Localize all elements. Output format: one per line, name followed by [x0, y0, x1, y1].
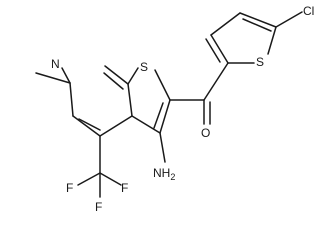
- bond-t3-t4: [210, 12, 241, 36]
- bond-cf3-f1: [77, 172, 101, 186]
- bond-c7a-n-double: [103, 72, 124, 90]
- bond-c3-c3a: [131, 115, 161, 134]
- chlorine-label: Cl: [303, 4, 314, 18]
- fluorine-label-1: F: [66, 181, 73, 195]
- bond-t2-t3: [210, 34, 229, 64]
- bond-c2-c3-double: [153, 102, 164, 129]
- amino-label: NH2: [153, 166, 175, 182]
- bond-carbonyl-thienyl: [203, 62, 229, 101]
- bond-c7a-n: [104, 65, 129, 85]
- bond-c3a-c7a: [127, 83, 133, 117]
- bond-c5-c4-double: [78, 118, 101, 131]
- bond-c3-nh2: [159, 132, 166, 163]
- bond-s-c2: [154, 69, 171, 101]
- pyridine-ring: [35, 65, 133, 137]
- bond-cf3-f3: [99, 172, 122, 186]
- carbonyl-group: [169, 62, 229, 125]
- bond-c5-c4: [72, 115, 101, 137]
- oxygen-label: O: [201, 126, 210, 140]
- bond-c6-n: [61, 67, 71, 84]
- chemical-structure: N S S Cl O NH2 F F F: [35, 4, 314, 214]
- amino-subscript: 2: [170, 172, 175, 182]
- bond-t4-t5: [239, 12, 277, 28]
- amino-nh: NH: [153, 166, 170, 180]
- fused-thiophene-ring: [127, 67, 171, 163]
- bond-t5-s: [267, 26, 277, 55]
- bond-c2-c3: [159, 99, 171, 134]
- trifluoromethyl-group: [77, 135, 122, 198]
- bond-c7a-s: [127, 67, 139, 85]
- bond-c4-c3a: [99, 115, 133, 137]
- bond-t4-t5-double: [242, 18, 272, 32]
- chlorothiophene-ring: [205, 11, 303, 64]
- nitrogen-label: N: [51, 57, 60, 71]
- bond-c6-c5: [69, 82, 74, 117]
- sulfur-thiophene-label: S: [256, 55, 264, 69]
- methyl-bond: [35, 72, 71, 84]
- fluorine-label-3: F: [121, 181, 128, 195]
- bond-t5-cl: [275, 11, 303, 28]
- sulfur-fused-label: S: [140, 60, 148, 74]
- bond-t2-t3-double: [205, 38, 221, 63]
- fluorine-label-2: F: [95, 200, 102, 214]
